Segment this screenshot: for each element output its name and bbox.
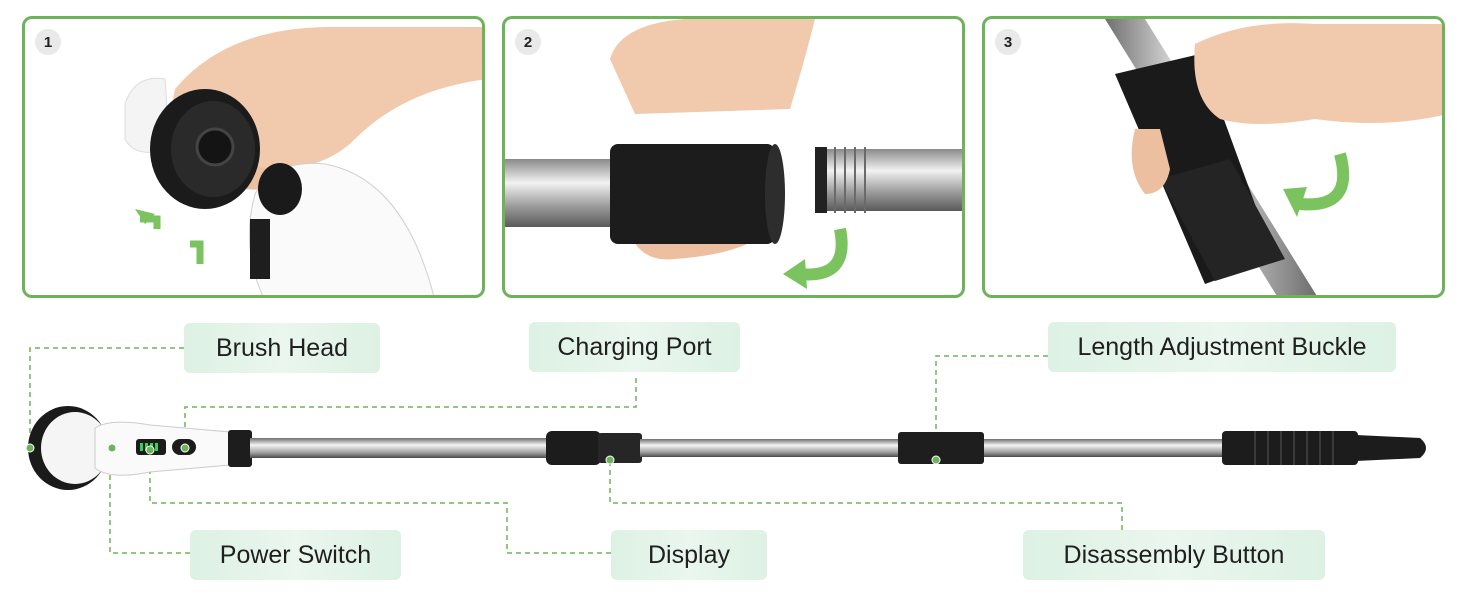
length-buckle — [898, 432, 984, 464]
label-brush-head: Brush Head — [184, 323, 380, 373]
brush-head-attach-illustration — [124, 27, 482, 295]
callout-anchor-dots — [25, 443, 941, 465]
step-number-badge: 1 — [35, 29, 61, 55]
step-1-panel: 1 — [22, 16, 485, 298]
pole-connect-illustration — [505, 19, 962, 289]
step-number-badge: 3 — [995, 29, 1021, 55]
label-power-switch: Power Switch — [190, 530, 401, 580]
step-3-panel: 3 — [982, 16, 1445, 298]
disassembly-coupler — [546, 431, 601, 465]
label-length-buckle: Length Adjustment Buckle — [1048, 322, 1396, 372]
handle-grip — [1222, 431, 1358, 465]
length-adjust-illustration — [1105, 19, 1442, 295]
label-charging-port: Charging Port — [529, 322, 740, 372]
step-number-badge: 2 — [515, 29, 541, 55]
label-disassembly-button: Disassembly Button — [1023, 530, 1325, 580]
callout-lines — [29, 347, 1123, 554]
scrubber-device-diagram — [25, 347, 1426, 554]
step-2-panel: 2 — [502, 16, 965, 298]
label-display: Display — [611, 530, 767, 580]
